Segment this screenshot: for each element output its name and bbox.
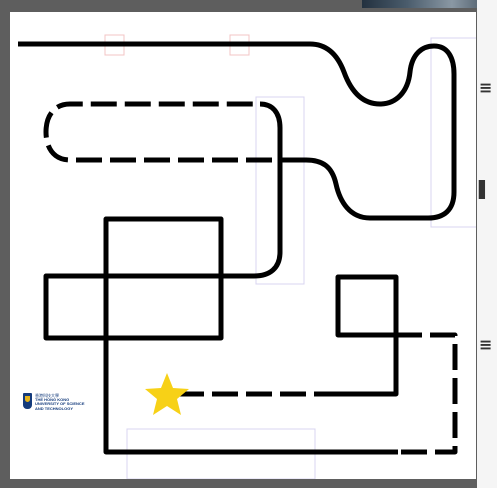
panel-glyph: ≡ bbox=[479, 335, 493, 354]
track-start-line bbox=[340, 335, 396, 394]
university-crest-icon bbox=[23, 393, 32, 409]
star-icon[interactable] bbox=[145, 373, 189, 415]
track-dashed-return bbox=[396, 335, 455, 452]
panel-glyph: ≡ bbox=[479, 78, 493, 97]
side-panel-fragment: ≡ ▌ ≡ bbox=[477, 0, 497, 488]
logo-english-line: AND TECHNOLOGY bbox=[35, 407, 85, 411]
track-top-line bbox=[18, 44, 454, 218]
hkust-logo: 香港科技大學 THE HONG KONG UNIVERSITY OF SCIEN… bbox=[23, 393, 85, 411]
track-dashed-lane bbox=[46, 104, 306, 160]
panel-glyph: ▌ bbox=[479, 180, 493, 199]
track-board: 香港科技大學 THE HONG KONG UNIVERSITY OF SCIEN… bbox=[10, 12, 476, 479]
track-square-right bbox=[338, 277, 396, 335]
